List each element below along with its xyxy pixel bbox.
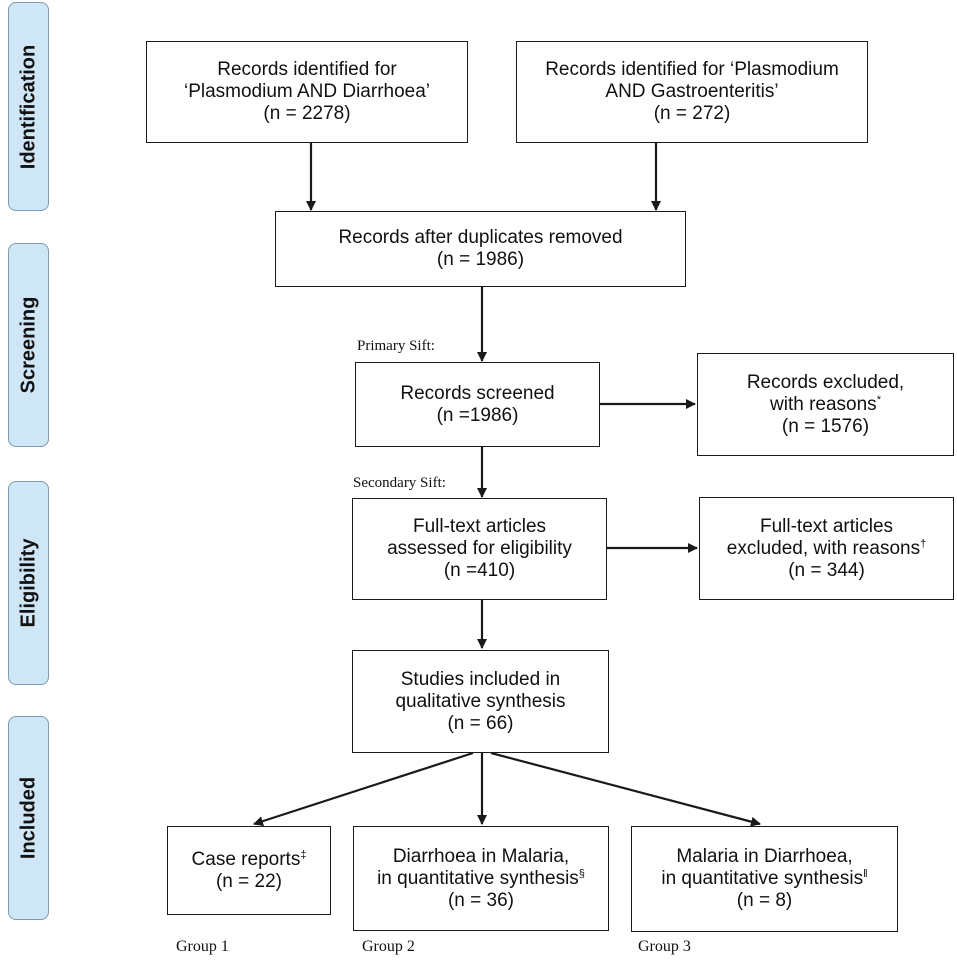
box-count: (n = 1576) <box>781 415 870 437</box>
box-count: (n = 1986) <box>436 249 525 270</box>
primary-sift-label: Primary Sift: <box>357 338 435 354</box>
footnote-mark: ‡ <box>300 848 307 861</box>
box-line: Records identified for ‘Plasmodium <box>545 59 839 80</box>
box-count: (n =1986) <box>436 404 519 426</box>
box-line: Records screened <box>400 382 555 404</box>
box-line: ‘Plasmodium AND Diarrhoea’ <box>183 81 431 102</box>
group-1-label: Group 1 <box>176 938 229 955</box>
box-records-excluded: Records excluded, with reasons* (n = 157… <box>697 353 954 456</box>
box-line: Full-text articles <box>412 516 547 537</box>
box-diarrhoea-in-malaria: Diarrhoea in Malaria, in quantitative sy… <box>353 826 609 931</box>
box-line: excluded, with reasons <box>726 537 921 559</box>
footnote-mark: ‖ <box>863 868 868 880</box>
box-line: AND Gastroenteritis’ <box>605 81 779 102</box>
box-line: Full-text articles <box>759 515 894 537</box>
box-count: (n =410) <box>443 560 516 581</box>
box-line: Records after duplicates removed <box>338 227 623 248</box>
box-count: (n = 344) <box>788 559 865 581</box>
box-line: with reasons <box>770 393 877 415</box>
box-line: in quantitative synthesis <box>661 868 864 889</box>
stage-eligibility: Eligibility <box>8 481 49 685</box>
arrow-qualitative-to-malaria-in-diarrhoea <box>490 751 761 827</box>
secondary-sift-label: Secondary Sift: <box>353 475 446 491</box>
footnote-mark: † <box>920 537 927 550</box>
box-line: qualitative synthesis <box>395 690 566 712</box>
box-malaria-in-diarrhoea: Malaria in Diarrhoea, in quantitative sy… <box>631 826 898 932</box>
footnote-mark: § <box>578 867 585 880</box>
box-records-plasmodium-gastroenteritis: Records identified for ‘Plasmodium AND G… <box>516 41 868 143</box>
group-3-label: Group 3 <box>638 938 691 955</box>
box-fulltext-excluded: Full-text articles excluded, with reason… <box>699 497 954 600</box>
box-count: (n = 272) <box>653 103 731 124</box>
box-line: Studies included in <box>400 668 561 690</box>
box-qualitative-synthesis: Studies included in qualitative synthesi… <box>352 650 609 753</box>
box-count: (n = 2278) <box>263 103 351 124</box>
stage-screening: Screening <box>8 243 49 447</box>
box-line: Records excluded, <box>746 371 905 393</box>
box-line: Malaria in Diarrhoea, <box>676 846 853 867</box>
box-line: Case reports <box>191 848 301 870</box>
box-line: Records identified for <box>217 59 397 80</box>
group-2-label: Group 2 <box>362 938 415 955</box>
box-records-plasmodium-diarrhoea: Records identified for ‘Plasmodium AND D… <box>146 41 468 143</box>
stage-included: Included <box>8 716 49 920</box>
box-line: assessed for eligibility <box>387 538 572 559</box>
box-records-after-duplicates: Records after duplicates removed (n = 19… <box>275 211 686 287</box>
box-count: (n = 36) <box>447 889 514 911</box>
box-fulltext-assessed: Full-text articles assessed for eligibil… <box>352 498 607 600</box>
box-count: (n = 22) <box>215 870 282 892</box>
box-case-reports: Case reports‡ (n = 22) <box>167 826 331 915</box>
box-line: Diarrhoea in Malaria, <box>392 845 570 867</box>
stage-identification: Identification <box>8 2 49 211</box>
box-count: (n = 8) <box>736 890 793 911</box>
footnote-mark: * <box>876 393 881 406</box>
box-records-screened: Records screened (n =1986) <box>355 362 600 447</box>
box-count: (n = 66) <box>447 712 514 734</box>
box-line: in quantitative synthesis <box>377 867 579 889</box>
arrow-qualitative-to-case-reports <box>253 751 474 826</box>
